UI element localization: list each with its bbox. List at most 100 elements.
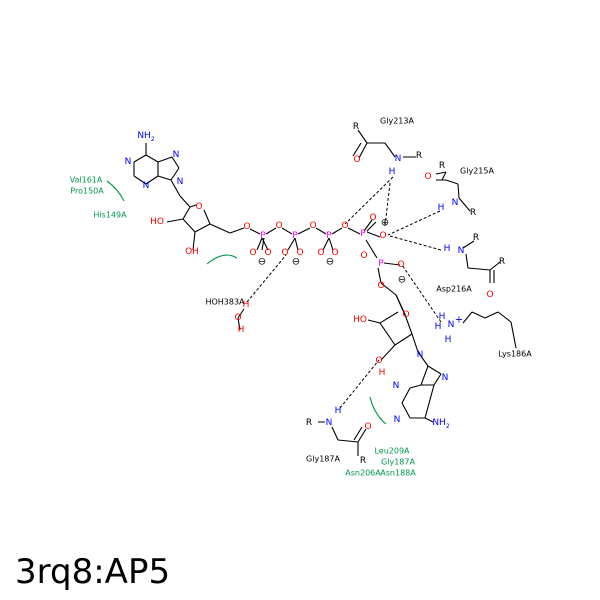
charge-gamma: ⊖ bbox=[326, 257, 334, 268]
atom-r-asp216-top: R bbox=[473, 233, 479, 243]
atom-nh2-upper: NH2 bbox=[137, 131, 155, 143]
label-asp216: Asp216A bbox=[436, 285, 472, 294]
atom-o-gly187: O bbox=[364, 422, 371, 432]
atom-n-gly215: N bbox=[452, 198, 459, 208]
label-pro150: Pro150A bbox=[70, 187, 104, 196]
atom-n-lys186: N bbox=[448, 320, 455, 330]
contact-arc-middle bbox=[206, 254, 238, 265]
charge-delta: ⊕ bbox=[381, 218, 389, 229]
atom-o-bridge-2: O bbox=[275, 221, 282, 231]
atom-h-water-2: H bbox=[238, 325, 245, 335]
hbond-gly213-beta bbox=[344, 176, 394, 225]
label-hoh383: HOH383A bbox=[205, 298, 245, 307]
atom-o-beta-2: O bbox=[296, 248, 303, 258]
ribose-upper-bonds bbox=[166, 195, 245, 251]
bonds bbox=[133, 129, 517, 456]
atom-n-upper-2: N bbox=[143, 181, 150, 191]
charge-alpha: ⊖ bbox=[258, 257, 266, 268]
atom-p-gamma: P bbox=[326, 231, 332, 241]
atom-p-alpha: P bbox=[260, 231, 266, 241]
charges: ⊖ ⊖ ⊖ ⊕ ⊖ bbox=[258, 218, 406, 286]
atom-h-gly215: H bbox=[438, 203, 445, 213]
hbond-water bbox=[246, 254, 287, 303]
atom-h-lower-2: H bbox=[379, 368, 386, 378]
label-leu209: Leu209A bbox=[374, 447, 410, 456]
contact-arc-lower bbox=[369, 396, 387, 425]
atom-n-lower-1: N bbox=[417, 350, 424, 360]
atom-r-gly187-side: R bbox=[306, 418, 312, 428]
label-asn188: Asn188A bbox=[380, 469, 416, 478]
label-asn206: Asn206A bbox=[345, 469, 381, 478]
atom-p-delta: P bbox=[360, 229, 366, 239]
gly213-bonds bbox=[352, 129, 416, 159]
atom-ho-upper: HO bbox=[150, 217, 164, 227]
residue-labels: Gly213A Gly215A Asp216A Lys186A Gly187A … bbox=[70, 117, 533, 478]
atom-o-gamma-1: O bbox=[317, 248, 324, 258]
label-lys186: Lys186A bbox=[498, 350, 532, 359]
hbond-gly187 bbox=[339, 359, 380, 409]
atom-labels: NH2 N N N N O HO OH O P O P O P O P O O … bbox=[125, 122, 506, 466]
adenine-upper-bonds bbox=[133, 143, 181, 197]
label-his149: His149A bbox=[93, 211, 127, 220]
atom-h-gly213: H bbox=[389, 167, 396, 177]
ribose-lower-bonds bbox=[367, 294, 419, 361]
atom-h-water-1: H bbox=[243, 300, 250, 310]
label-val161: Val161A bbox=[70, 176, 103, 185]
gly215-bonds bbox=[435, 171, 471, 212]
adenine-lower-bonds bbox=[401, 351, 442, 423]
atom-o-alpha-2: O bbox=[264, 248, 271, 258]
atom-h-lys186-2: H bbox=[435, 322, 442, 332]
charge-beta: ⊖ bbox=[292, 257, 300, 268]
atom-o-beta-1: O bbox=[281, 248, 288, 258]
atom-o-gly215: O bbox=[424, 172, 431, 182]
atom-o-bridge-1: O bbox=[243, 222, 250, 232]
structure-caption: 3rq8:AP5 bbox=[15, 552, 171, 592]
atom-o-bridge-4: O bbox=[341, 221, 348, 231]
atom-n-asp216: N bbox=[458, 246, 465, 256]
atom-n-upper-4: N bbox=[177, 177, 184, 187]
lys186-bonds bbox=[462, 311, 517, 349]
water-bonds bbox=[237, 308, 245, 331]
atom-o-gly213: O bbox=[353, 155, 360, 165]
label-gly187: Gly187A bbox=[306, 455, 340, 464]
atom-h-lys186-3: H bbox=[445, 335, 452, 345]
atom-ho-lower: HO bbox=[353, 315, 367, 325]
atom-o-bridge-3: O bbox=[309, 221, 316, 231]
asp216-bonds bbox=[462, 240, 501, 283]
atom-p-epsilon: P bbox=[378, 259, 384, 269]
atom-o-ring-lower: O bbox=[402, 310, 409, 320]
atom-n-upper-1: N bbox=[125, 157, 132, 167]
atom-o-bridge-5: O bbox=[360, 251, 367, 261]
atom-o-water: O bbox=[234, 313, 241, 323]
hbond-gly213-gamma bbox=[384, 182, 391, 227]
atom-n-gly213: N bbox=[395, 154, 402, 164]
atom-p-beta: P bbox=[292, 231, 298, 241]
contact-arc-upper-left bbox=[106, 180, 125, 202]
hbond-asp216 bbox=[389, 235, 442, 251]
atom-o-lower-2: O bbox=[375, 356, 382, 366]
atom-h-asp216: H bbox=[444, 244, 451, 254]
label-gly215: Gly215A bbox=[460, 167, 494, 176]
atom-r-gly215-top: R bbox=[439, 161, 445, 171]
gly187-bonds bbox=[318, 421, 367, 456]
atom-o-gamma-2: O bbox=[331, 248, 338, 258]
atom-o-delta-2: O bbox=[379, 231, 386, 241]
label-gly213: Gly213A bbox=[380, 117, 414, 126]
phosphate-chain-bonds bbox=[249, 227, 406, 316]
atom-n-lower-3: N bbox=[393, 381, 400, 391]
atom-n-lower-4: N bbox=[394, 415, 401, 425]
atom-n-upper-3: N bbox=[173, 150, 180, 160]
atom-o-ring-upper: O bbox=[195, 202, 202, 212]
atom-r-gly213-side: R bbox=[416, 151, 422, 161]
hbond-lys186 bbox=[401, 264, 442, 323]
charge-epsilon: ⊖ bbox=[398, 275, 406, 286]
atom-h-gly187: H bbox=[335, 406, 342, 416]
phosphate-oxygen-bonds bbox=[256, 219, 377, 251]
atom-oh-upper: OH bbox=[185, 247, 199, 257]
atom-n-lower-2: N bbox=[442, 373, 449, 383]
atom-o-bridge-6: O bbox=[377, 281, 384, 291]
label-gly187-contact: Gly187A bbox=[381, 458, 415, 467]
atom-o-epsilon-1: O bbox=[397, 260, 404, 270]
atom-r-gly213-top: R bbox=[353, 122, 359, 132]
